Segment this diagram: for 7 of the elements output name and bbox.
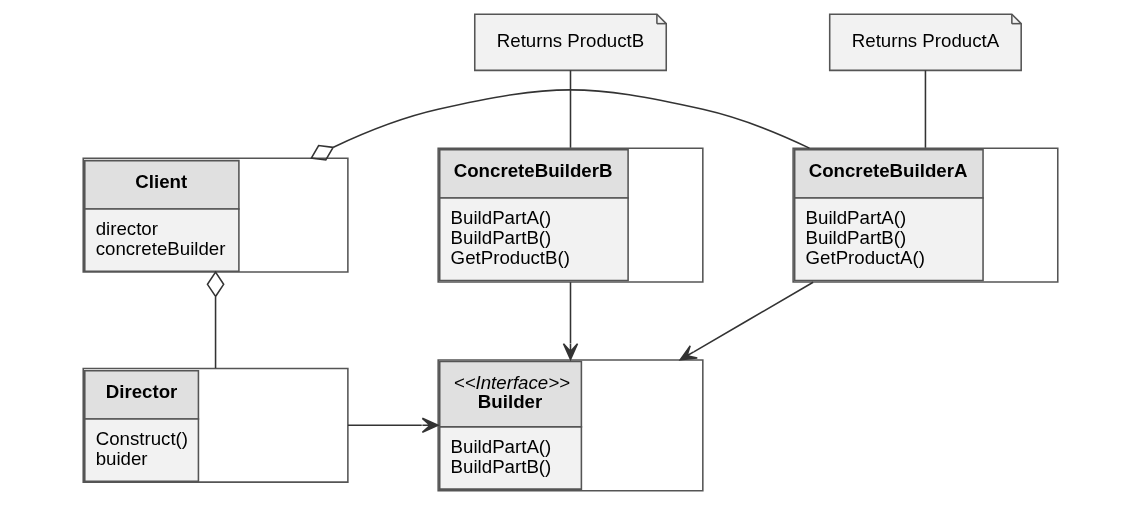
arrow <box>679 281 814 361</box>
arrow <box>562 281 579 361</box>
connector <box>206 270 225 369</box>
connector <box>924 69 927 149</box>
connector <box>569 69 572 149</box>
arrow <box>347 417 439 434</box>
connector <box>310 89 811 161</box>
